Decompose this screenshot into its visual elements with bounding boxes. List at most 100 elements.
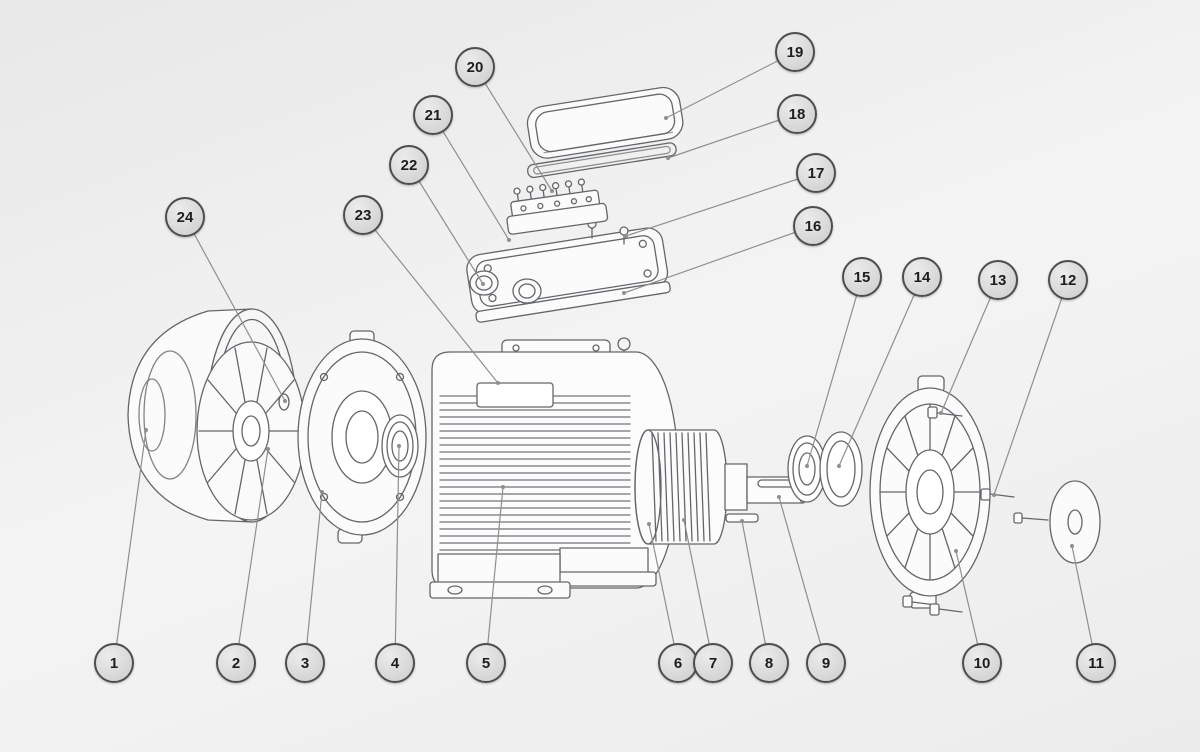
lid-gasket-drawing xyxy=(527,142,677,179)
callout-number-6: 6 xyxy=(673,654,683,672)
callout-number-21: 21 xyxy=(424,106,442,124)
callout-balloon-9[interactable]: 9 xyxy=(806,643,846,683)
callout-balloon-14[interactable]: 14 xyxy=(902,257,942,297)
leader-line-16 xyxy=(623,225,814,294)
leader-line-24 xyxy=(184,216,286,402)
callout-number-18: 18 xyxy=(788,105,806,123)
leader-dot-3 xyxy=(320,490,324,494)
callout-number-2: 2 xyxy=(231,654,241,672)
leader-dot-4 xyxy=(397,444,401,448)
stator-frame-drawing xyxy=(429,337,679,599)
callout-balloon-6[interactable]: 6 xyxy=(658,643,698,683)
washer-disc-drawing xyxy=(1013,480,1101,564)
callout-balloon-21[interactable]: 21 xyxy=(413,95,453,135)
leader-dot-6 xyxy=(647,522,651,526)
leader-dot-1 xyxy=(144,428,148,432)
leader-line-14 xyxy=(838,276,923,467)
endshield-bolts-drawing xyxy=(902,406,1015,616)
leader-line-9 xyxy=(778,496,827,664)
leader-line-1 xyxy=(113,429,147,664)
leader-line-23 xyxy=(362,214,499,384)
callout-balloon-2[interactable]: 2 xyxy=(216,643,256,683)
leader-line-22 xyxy=(408,164,484,285)
callout-balloon-3[interactable]: 3 xyxy=(285,643,325,683)
leader-line-18 xyxy=(667,113,798,159)
callout-balloon-19[interactable]: 19 xyxy=(775,32,815,72)
callout-number-16: 16 xyxy=(804,217,822,235)
leader-line-4 xyxy=(394,445,400,664)
callout-balloon-4[interactable]: 4 xyxy=(375,643,415,683)
leader-dot-19 xyxy=(664,116,668,120)
callout-balloon-17[interactable]: 17 xyxy=(796,153,836,193)
leader-dot-17 xyxy=(624,234,628,238)
callout-number-14: 14 xyxy=(913,268,931,286)
callout-balloon-13[interactable]: 13 xyxy=(978,260,1018,300)
leader-line-19 xyxy=(665,51,796,119)
callout-number-8: 8 xyxy=(764,654,774,672)
callout-number-22: 22 xyxy=(400,156,418,174)
leader-dot-23 xyxy=(496,381,500,385)
rotor-drawing xyxy=(634,429,728,545)
callout-number-24: 24 xyxy=(176,208,194,226)
leader-line-13 xyxy=(940,279,999,414)
terminal-box-lid-drawing xyxy=(526,86,684,159)
leader-line-21 xyxy=(432,114,510,241)
leader-dot-11 xyxy=(1070,544,1074,548)
callout-balloon-15[interactable]: 15 xyxy=(842,257,882,297)
leader-line-5 xyxy=(485,486,504,664)
bearing-cap-drawing xyxy=(819,431,863,507)
callout-balloon-16[interactable]: 16 xyxy=(793,206,833,246)
leader-line-7 xyxy=(683,519,714,664)
callout-balloon-23[interactable]: 23 xyxy=(343,195,383,235)
fan-clip-drawing xyxy=(278,393,290,411)
callout-number-9: 9 xyxy=(821,654,831,672)
leader-dot-24 xyxy=(283,399,287,403)
callout-number-23: 23 xyxy=(354,206,372,224)
leader-line-3 xyxy=(304,491,323,664)
callout-balloon-18[interactable]: 18 xyxy=(777,94,817,134)
callout-number-17: 17 xyxy=(807,164,825,182)
terminal-block-drawing xyxy=(506,178,609,235)
nameplate-drawing xyxy=(476,382,554,408)
rear-endshield-drawing xyxy=(297,330,427,544)
callout-number-4: 4 xyxy=(390,654,400,672)
leader-dot-8 xyxy=(740,519,744,523)
leader-dot-15 xyxy=(805,464,809,468)
callout-balloon-10[interactable]: 10 xyxy=(962,643,1002,683)
callout-balloon-24[interactable]: 24 xyxy=(165,197,205,237)
callout-number-1: 1 xyxy=(109,654,119,672)
leader-dot-16 xyxy=(622,291,626,295)
callout-number-11: 11 xyxy=(1088,654,1104,672)
callout-balloon-8[interactable]: 8 xyxy=(749,643,789,683)
leader-line-6 xyxy=(648,523,679,664)
callout-number-12: 12 xyxy=(1059,271,1077,289)
leader-dot-20 xyxy=(550,189,554,193)
leader-line-15 xyxy=(806,276,863,467)
callout-number-20: 20 xyxy=(466,58,484,76)
leader-line-8 xyxy=(741,520,770,664)
leader-dot-12 xyxy=(992,493,996,497)
callout-balloon-22[interactable]: 22 xyxy=(389,145,429,185)
callout-balloon-11[interactable]: 11 xyxy=(1076,643,1116,683)
callout-balloon-5[interactable]: 5 xyxy=(466,643,506,683)
callout-number-19: 19 xyxy=(786,43,804,61)
leader-line-20 xyxy=(474,66,553,192)
callout-balloon-12[interactable]: 12 xyxy=(1048,260,1088,300)
leader-line-17 xyxy=(625,172,817,237)
leader-dot-18 xyxy=(666,156,670,160)
leader-dot-7 xyxy=(682,518,686,522)
leader-dot-13 xyxy=(939,411,943,415)
callout-balloon-20[interactable]: 20 xyxy=(455,47,495,87)
leader-dot-10 xyxy=(954,549,958,553)
callout-balloon-7[interactable]: 7 xyxy=(693,643,733,683)
leader-line-2 xyxy=(235,448,269,664)
callout-number-13: 13 xyxy=(989,271,1007,289)
leader-dot-22 xyxy=(481,282,485,286)
callout-number-7: 7 xyxy=(708,654,718,672)
leader-dot-5 xyxy=(501,485,505,489)
callout-balloon-1[interactable]: 1 xyxy=(94,643,134,683)
